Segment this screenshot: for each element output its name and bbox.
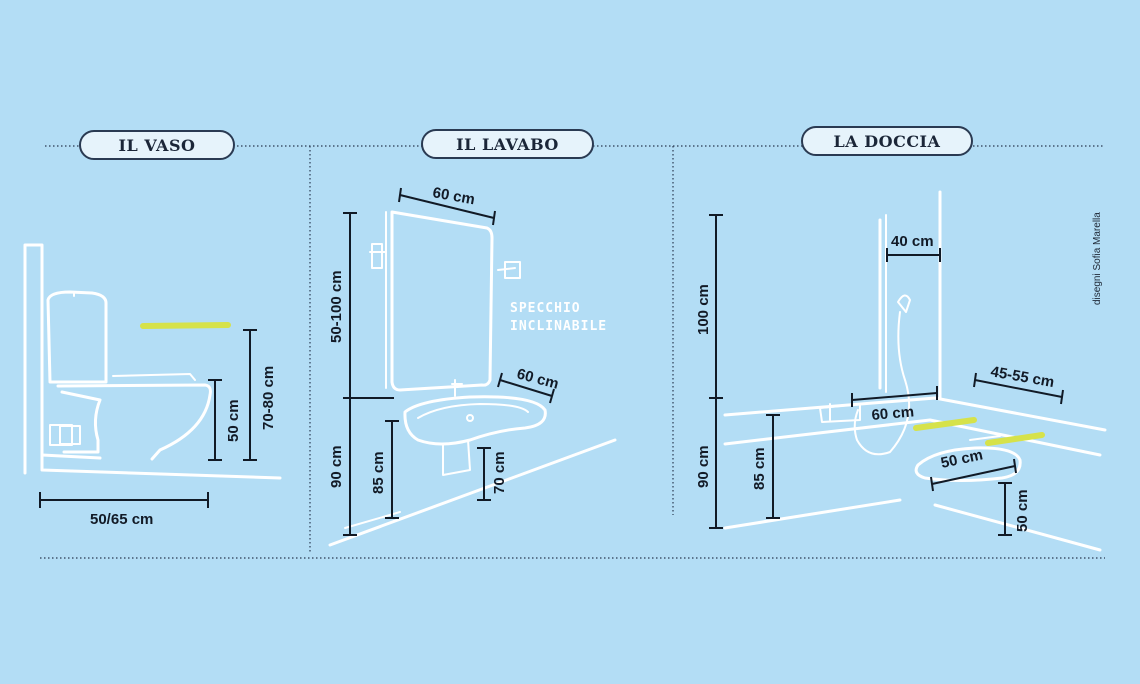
toilet-dimensions bbox=[39, 329, 257, 508]
shower-grab-bar-2 bbox=[985, 432, 1045, 446]
mirror-note-line1: SPECCHIO bbox=[510, 301, 581, 316]
sink-depth-label: 60 cm bbox=[515, 365, 560, 392]
sink-height-70-label: 70 cm bbox=[491, 451, 508, 494]
shower-grab-bar-1 bbox=[913, 417, 977, 431]
section-title-lavabo: IL LAVABO bbox=[421, 129, 594, 159]
shower-side-label: 45-55 cm bbox=[989, 363, 1055, 391]
mirror-note-line2: INCLINABILE bbox=[510, 319, 607, 334]
section-title-vaso: IL VASO bbox=[79, 130, 235, 160]
toilet-width-label: 50/65 cm bbox=[90, 511, 153, 528]
shower-height-90-label: 90 cm bbox=[695, 445, 712, 488]
sink-height-90-label: 90 cm bbox=[328, 445, 345, 488]
toilet-seat-height-label: 50 cm bbox=[225, 399, 242, 442]
shower-dimensions bbox=[709, 214, 1064, 536]
sink-height-85-label: 85 cm bbox=[370, 451, 387, 494]
shower-bar-width-label: 40 cm bbox=[891, 233, 934, 250]
shower-seat-span-label: 60 cm bbox=[871, 403, 915, 424]
section-title-doccia: LA DOCCIA bbox=[801, 126, 973, 156]
toilet-grab-bar bbox=[140, 322, 231, 329]
illustration-credit: disegni Sofia Marella bbox=[1092, 212, 1103, 305]
shower-drawing bbox=[723, 190, 1107, 552]
shower-seat-height-label: 50 cm bbox=[1014, 489, 1031, 532]
shower-seat-width-label: 50 cm bbox=[939, 446, 984, 471]
shower-height-85-label: 85 cm bbox=[751, 447, 768, 490]
mirror-height-label: 50-100 cm bbox=[328, 270, 345, 343]
sink-dimensions bbox=[343, 187, 555, 536]
toilet-drawing bbox=[23, 243, 282, 480]
toilet-bar-height-label: 70-80 cm bbox=[260, 366, 277, 430]
shower-height-100-label: 100 cm bbox=[695, 284, 712, 335]
sink-drawing bbox=[328, 210, 617, 547]
